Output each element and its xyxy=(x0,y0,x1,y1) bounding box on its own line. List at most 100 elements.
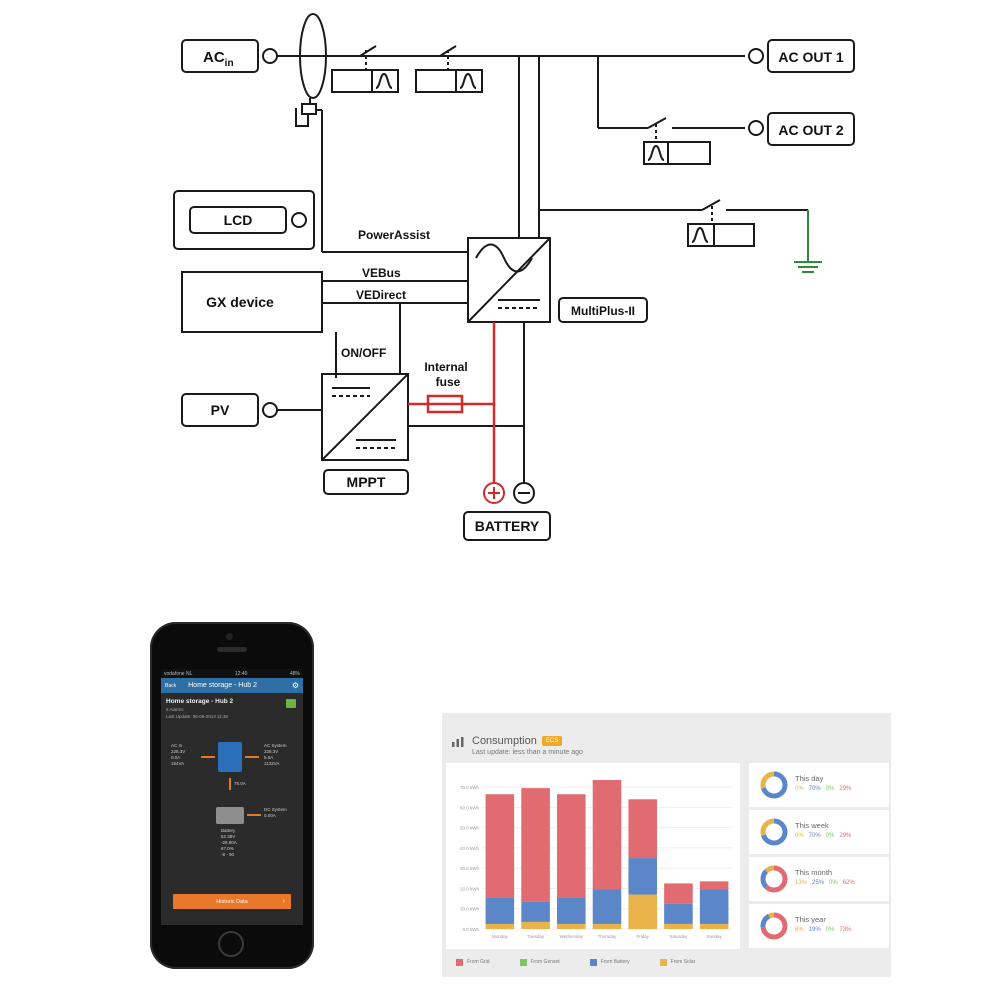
legend-item[interactable]: From Battery xyxy=(589,958,630,966)
pct-solar: 8% xyxy=(795,927,804,933)
phone-camera xyxy=(226,633,233,640)
battery-readout: Battery 52.38V -28.80A 67.0% -8 - 90 xyxy=(221,828,237,857)
chart-legend: From Grid From Genset From Battery From … xyxy=(446,950,740,974)
dashboard-badge: ECS xyxy=(542,736,563,746)
inverter-icon xyxy=(218,742,242,772)
bar-segment xyxy=(521,921,550,929)
on-off-label: ON/OFF xyxy=(341,346,386,360)
bar-segment xyxy=(699,881,729,890)
status-bar: vodafone NL 12:40 48% xyxy=(161,669,303,678)
bar-segment xyxy=(592,923,622,929)
bar-segment xyxy=(485,794,515,898)
multiplus-inverter xyxy=(467,237,551,323)
summary-card-day[interactable]: This day 0% 70% 0% 29% xyxy=(749,763,889,807)
donut-chart xyxy=(760,818,788,846)
bar-segment xyxy=(664,923,693,929)
bar-segment xyxy=(699,889,729,924)
battery-icon xyxy=(286,699,296,708)
bar-segment xyxy=(628,858,657,895)
site-header: Home storage - Hub 2 6 Alarms Last Updat… xyxy=(161,693,303,722)
pct-grid: 62% xyxy=(842,880,855,886)
legend-swatch-battery xyxy=(589,958,597,966)
y-tick-label: 70.0 kWh xyxy=(460,785,480,790)
consumption-dashboard: Consumption ECS Last update: less than a… xyxy=(442,713,891,977)
vebus-label: VEBus xyxy=(362,266,401,280)
input-relay-1 xyxy=(331,45,399,93)
bar-segment xyxy=(557,897,586,924)
donut-chart xyxy=(760,912,788,940)
battery-pack-icon xyxy=(216,807,244,824)
ac-out-2-terminal xyxy=(748,120,764,136)
donut-chart xyxy=(760,865,788,893)
ac-out-2-label: AC OUT 2 xyxy=(778,122,844,138)
legend-item[interactable]: From Solar xyxy=(659,958,695,966)
y-tick-label: 50.0 kWh xyxy=(460,826,480,831)
status-battery: 48% xyxy=(289,670,300,677)
historic-data-label: Historic Data xyxy=(216,898,248,905)
mppt-label-box xyxy=(323,469,409,495)
ac-in-label: AC xyxy=(203,49,225,66)
card-title: This week xyxy=(795,821,829,830)
chevron-right-icon: › xyxy=(282,898,285,905)
bar-segment xyxy=(628,799,657,859)
summary-card-month[interactable]: This month 13% 25% 0% 62% xyxy=(749,857,889,901)
donut-segment xyxy=(760,818,788,846)
pct-genset: 0% xyxy=(825,786,835,792)
x-tick-label: Thursday xyxy=(598,934,618,939)
home-button[interactable] xyxy=(218,931,244,957)
svg-text:ACin: ACin xyxy=(203,49,234,69)
lcd-screen-box xyxy=(189,206,287,234)
legend-label: From Genset xyxy=(530,959,560,965)
multiplus-label: MultiPlus-II xyxy=(571,304,635,318)
ac-out-1-box xyxy=(767,39,855,73)
mppt-charger xyxy=(321,373,409,461)
back-button[interactable]: Back xyxy=(165,682,177,689)
gear-icon[interactable]: ⚙ xyxy=(291,681,299,690)
summary-card-week[interactable]: This week 0% 70% 0% 29% xyxy=(749,810,889,854)
status-carrier: vodafone NL xyxy=(164,670,193,677)
ac-out-1-terminal xyxy=(748,48,764,64)
gx-device-label: GX device xyxy=(206,294,274,310)
input-relay-2 xyxy=(415,45,483,93)
card-title: This day xyxy=(795,774,824,783)
bar-segment xyxy=(664,883,693,904)
card-title: This month xyxy=(795,868,833,877)
ground-icon xyxy=(794,210,822,273)
legend-item[interactable]: From Genset xyxy=(519,958,560,966)
pct-genset: 0% xyxy=(825,833,835,839)
ground-relay xyxy=(687,206,755,247)
internal-fuse-label-2: fuse xyxy=(436,375,461,389)
ac-system-readout: AC System 228.3V 5.0A 1132VA xyxy=(264,743,287,766)
vedirect-label: VEDirect xyxy=(356,288,406,302)
ac-in-subscript: in xyxy=(225,58,234,69)
ac-in-readout: AC In 228.3V 0.0A 154VA xyxy=(171,743,186,766)
y-tick-label: 0.0 kWh xyxy=(462,927,479,932)
current-sensor-probe xyxy=(295,98,317,127)
dc-system-readout: DC System 0.00A xyxy=(264,807,287,818)
ac-in-box xyxy=(181,39,259,73)
pct-grid: 73% xyxy=(839,927,852,933)
mppt-label: MPPT xyxy=(347,474,386,490)
legend-item[interactable]: From Grid xyxy=(456,958,490,966)
card-percentages: 8% 19% 0% 73% xyxy=(795,927,851,933)
battery-label-box xyxy=(463,511,551,541)
pct-battery: 19% xyxy=(808,927,821,933)
multiplus-label-box xyxy=(558,297,648,323)
battery-positive-terminal xyxy=(483,482,505,504)
alarm-count: 6 Alarms xyxy=(166,707,184,712)
bar-segment xyxy=(628,894,657,929)
historic-data-button[interactable]: Historic Data › xyxy=(173,894,291,909)
bar-segment xyxy=(557,794,586,898)
ac-out-2-box xyxy=(767,112,855,146)
phone-mockup: vodafone NL 12:40 48% Back Home storage … xyxy=(150,622,314,969)
lcd-panel xyxy=(173,190,315,250)
x-tick-label: Monday xyxy=(492,934,509,939)
card-percentages: 13% 25% 0% 62% xyxy=(795,880,855,886)
pct-grid: 29% xyxy=(839,786,852,792)
system-overview: AC In 228.3V 0.0A 154VA AC System 228.3V… xyxy=(161,741,303,881)
nav-bar: Back Home storage - Hub 2 ⚙ xyxy=(161,678,303,693)
ac-out-1-label: AC OUT 1 xyxy=(778,49,844,65)
bar-segment xyxy=(557,923,586,929)
summary-card-year[interactable]: This year 8% 19% 0% 73% xyxy=(749,904,889,948)
